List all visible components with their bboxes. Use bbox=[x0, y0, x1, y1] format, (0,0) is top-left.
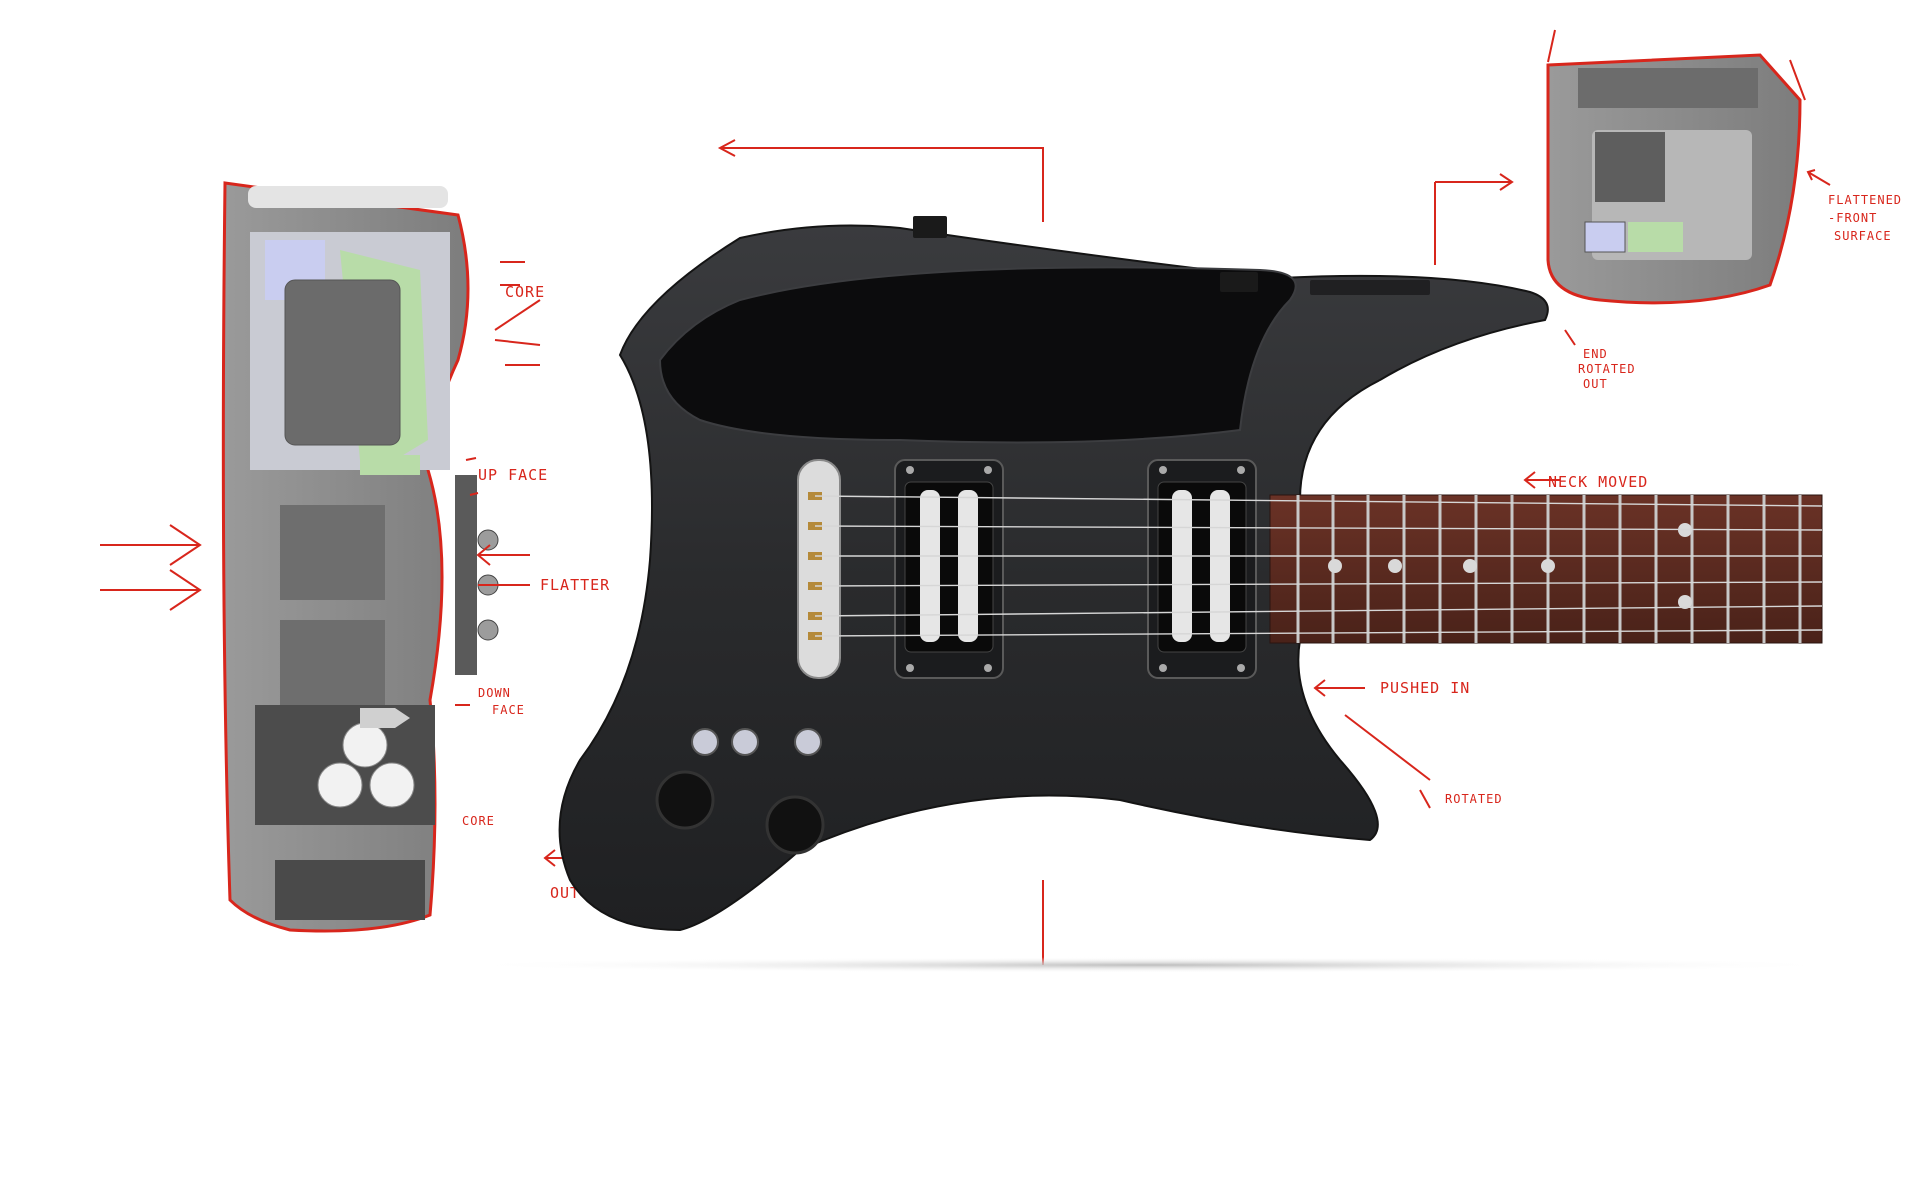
guitar-annotation-lines bbox=[1313, 329, 1576, 809]
upper-horn-panel bbox=[658, 266, 1297, 444]
side-section-view bbox=[221, 181, 499, 933]
section-mid-block-1 bbox=[280, 505, 385, 600]
section-bracket bbox=[360, 455, 420, 475]
end-section-inner-dark bbox=[1595, 132, 1665, 202]
top-clip bbox=[913, 216, 947, 238]
section-screw bbox=[360, 708, 410, 728]
annotation-end-rotated-1: END bbox=[1583, 347, 1608, 361]
bridge bbox=[797, 459, 841, 679]
floor-shadow bbox=[450, 957, 1850, 973]
annotation-end-rotated-2: ROTATED bbox=[1578, 362, 1636, 376]
top-clip-3 bbox=[1310, 280, 1430, 295]
controls bbox=[655, 728, 825, 855]
switch-1 bbox=[691, 728, 719, 756]
annotation-core-top: CORE bbox=[505, 283, 545, 301]
annotation-down-face-1: DOWN bbox=[478, 686, 511, 700]
guitar-body bbox=[558, 216, 1823, 932]
end-section-top bbox=[1578, 68, 1758, 108]
annotation-down-face-2: FACE bbox=[492, 703, 525, 717]
annotation-pushed-in: PUSHED IN bbox=[1380, 679, 1470, 697]
dimension-lines bbox=[717, 139, 1044, 965]
annotation-flattened-3: SURFACE bbox=[1834, 229, 1892, 243]
annotation-core-bottom: CORE bbox=[462, 814, 495, 828]
annotation-rotated: ROTATED bbox=[1445, 792, 1503, 806]
switch-2 bbox=[731, 728, 759, 756]
section-mechanism bbox=[284, 279, 401, 446]
annotation-up-face: UP FACE bbox=[478, 466, 548, 484]
section-top-cap bbox=[248, 186, 448, 208]
fretboard bbox=[1269, 494, 1823, 644]
knob-volume bbox=[655, 770, 715, 830]
section-batteries bbox=[317, 722, 415, 808]
knob-tone bbox=[765, 795, 825, 855]
fret-markers bbox=[1328, 523, 1692, 609]
annotation-out: OUT bbox=[550, 884, 580, 902]
section-jack-plate bbox=[455, 475, 477, 675]
pickup-bridge bbox=[894, 459, 1004, 679]
frets bbox=[1296, 495, 1802, 643]
annotation-flattened-2: -FRONT bbox=[1828, 211, 1877, 225]
switch-3 bbox=[794, 728, 822, 756]
section-bottom-block bbox=[275, 860, 425, 920]
top-clip-2 bbox=[1220, 272, 1258, 292]
end-section-blue bbox=[1584, 221, 1626, 253]
pickup-neck bbox=[1147, 459, 1257, 679]
side-annotations bbox=[100, 261, 575, 867]
strings bbox=[814, 495, 1823, 637]
annotation-end-rotated-3: OUT bbox=[1583, 377, 1608, 391]
annotation-flattened-1: FLATTENED bbox=[1828, 193, 1902, 207]
annotation-neck-moved: NECK MOVED bbox=[1548, 473, 1648, 491]
end-section-view bbox=[1546, 53, 1802, 305]
end-section-annotation-lines bbox=[1434, 29, 1831, 265]
section-mid-block-2 bbox=[280, 620, 385, 710]
end-section-green bbox=[1628, 222, 1683, 252]
annotation-flatter: FLATTER bbox=[540, 576, 610, 594]
